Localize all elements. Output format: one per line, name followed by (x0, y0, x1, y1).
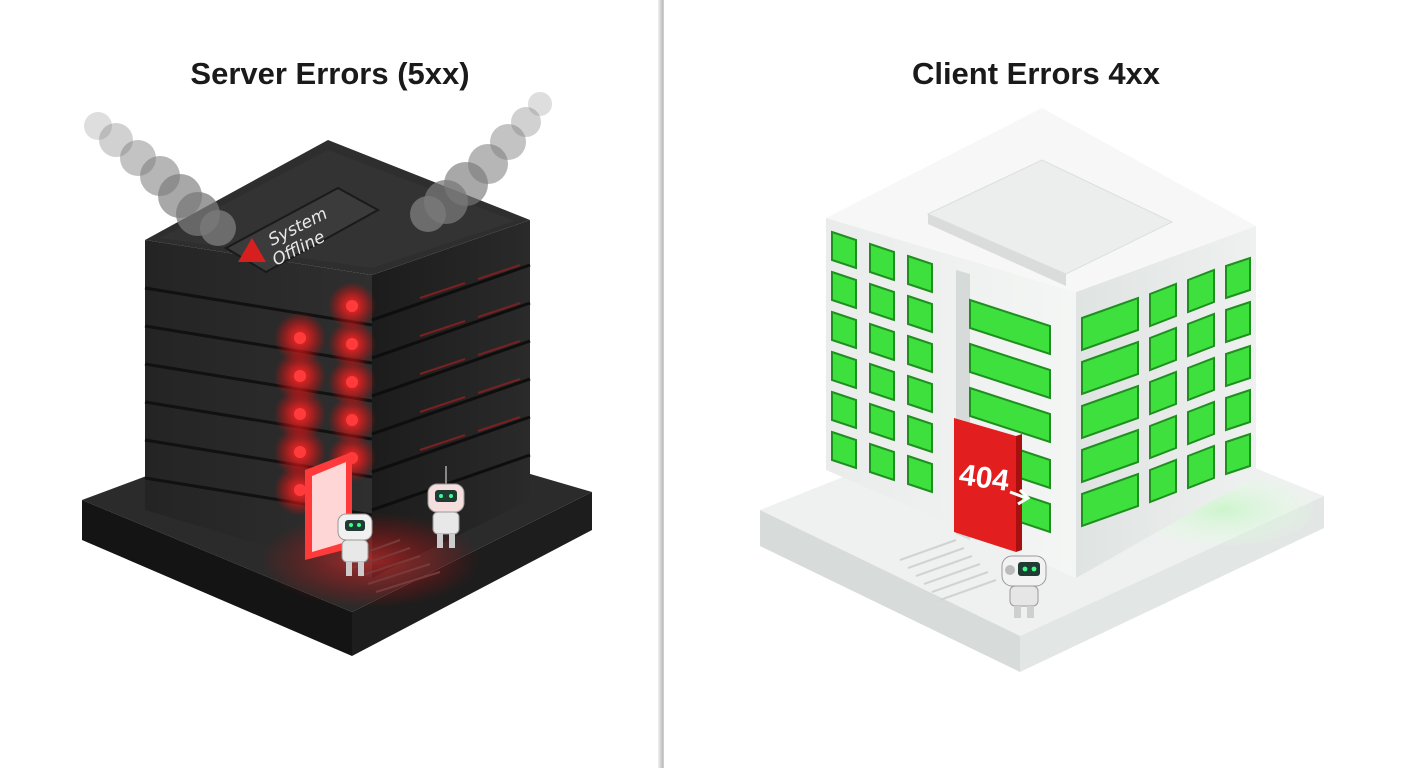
warning-triangle-icon (238, 238, 266, 262)
error-door: 404 (954, 418, 1031, 552)
rack-vents (419, 264, 521, 451)
rack-units-right (371, 263, 531, 512)
red-status-lights (274, 282, 376, 516)
server-errors-title: Server Errors (5xx) (190, 56, 470, 91)
smoke-icon (410, 92, 552, 232)
server-building-illustration: System Offline (82, 92, 592, 656)
smoke-icon (84, 112, 236, 246)
robot-icon (427, 466, 465, 548)
office-building-illustration: 404 (760, 108, 1324, 672)
office-windows-left (831, 230, 1051, 534)
server-errors-panel: System Offline (0, 0, 660, 768)
arrow-icon (1009, 488, 1031, 506)
client-errors-panel: 404 Client Errors 4xx (664, 0, 1408, 768)
robot-icon (337, 513, 373, 576)
panel-divider (658, 0, 666, 768)
office-entrance-steps (899, 539, 997, 601)
door-label: 404 (957, 458, 1011, 498)
robot-icon (1001, 555, 1047, 618)
client-errors-title: Client Errors 4xx (911, 56, 1161, 91)
office-windows-right (1081, 256, 1251, 528)
system-offline-sign: System Offline (223, 186, 381, 274)
